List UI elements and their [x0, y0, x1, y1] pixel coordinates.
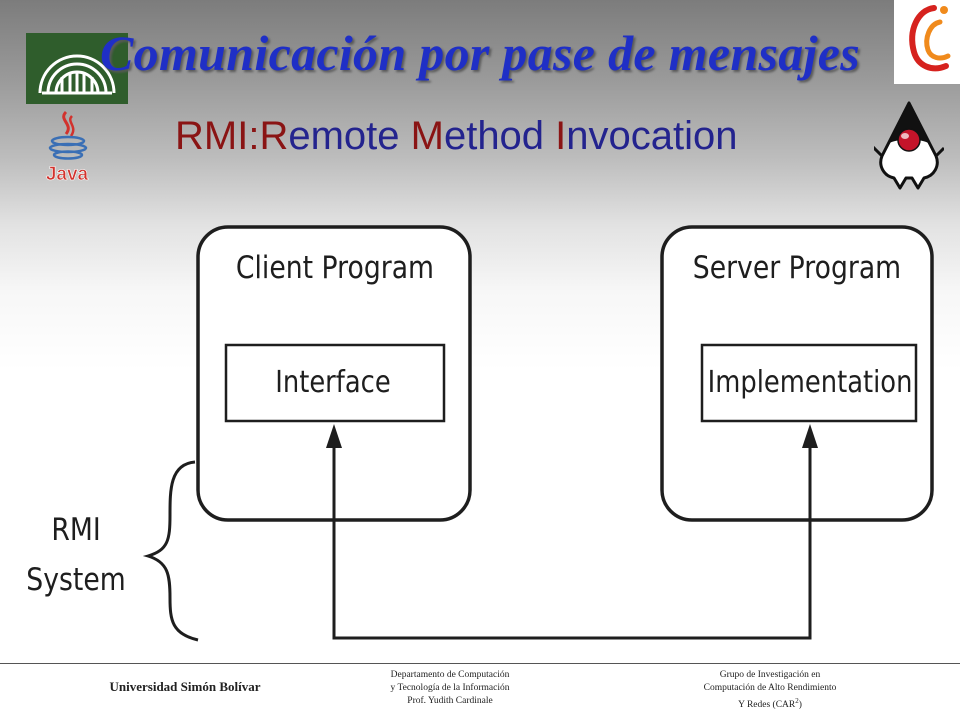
- interface-box: [224, 343, 446, 423]
- slide-subtitle: RMI:Remote Method Invocation: [175, 114, 738, 158]
- system-label: System: [26, 561, 125, 597]
- footer-department: Departamento de Computación y Tecnología…: [390, 670, 510, 706]
- interface-label: Interface: [275, 364, 390, 399]
- java-logo-text: Java: [46, 164, 89, 185]
- interface-arrowhead: [326, 424, 342, 448]
- slide: Java Comunicación por pase de mensajes R…: [0, 0, 960, 662]
- client-program-label: Client Program: [236, 249, 434, 285]
- slide-footer: Universidad Simón Bolívar Departamento d…: [0, 664, 960, 720]
- implementation-label: Implementation: [708, 364, 913, 399]
- footer-divider: [0, 663, 960, 664]
- implementation-box: [700, 343, 918, 423]
- rmi-system-brace: [142, 460, 199, 642]
- rmi-connection-line: [332, 446, 812, 640]
- implementation-arrowhead: [802, 424, 818, 448]
- java-logo-icon: Java: [46, 110, 89, 185]
- footer-research-group: Grupo de Investigación en Computación de…: [703, 670, 837, 711]
- group-logo-icon: [894, 0, 960, 84]
- rmi-diagram: Client Program Interface Server Program …: [26, 225, 934, 642]
- university-logo-icon: [26, 33, 128, 104]
- server-program-label: Server Program: [693, 249, 901, 285]
- slide-title: Comunicación por pase de mensajes: [100, 25, 860, 81]
- duke-mascot-icon: [874, 101, 944, 190]
- footer-university: Universidad Simón Bolívar: [109, 679, 261, 694]
- rmi-label: RMI: [51, 511, 100, 547]
